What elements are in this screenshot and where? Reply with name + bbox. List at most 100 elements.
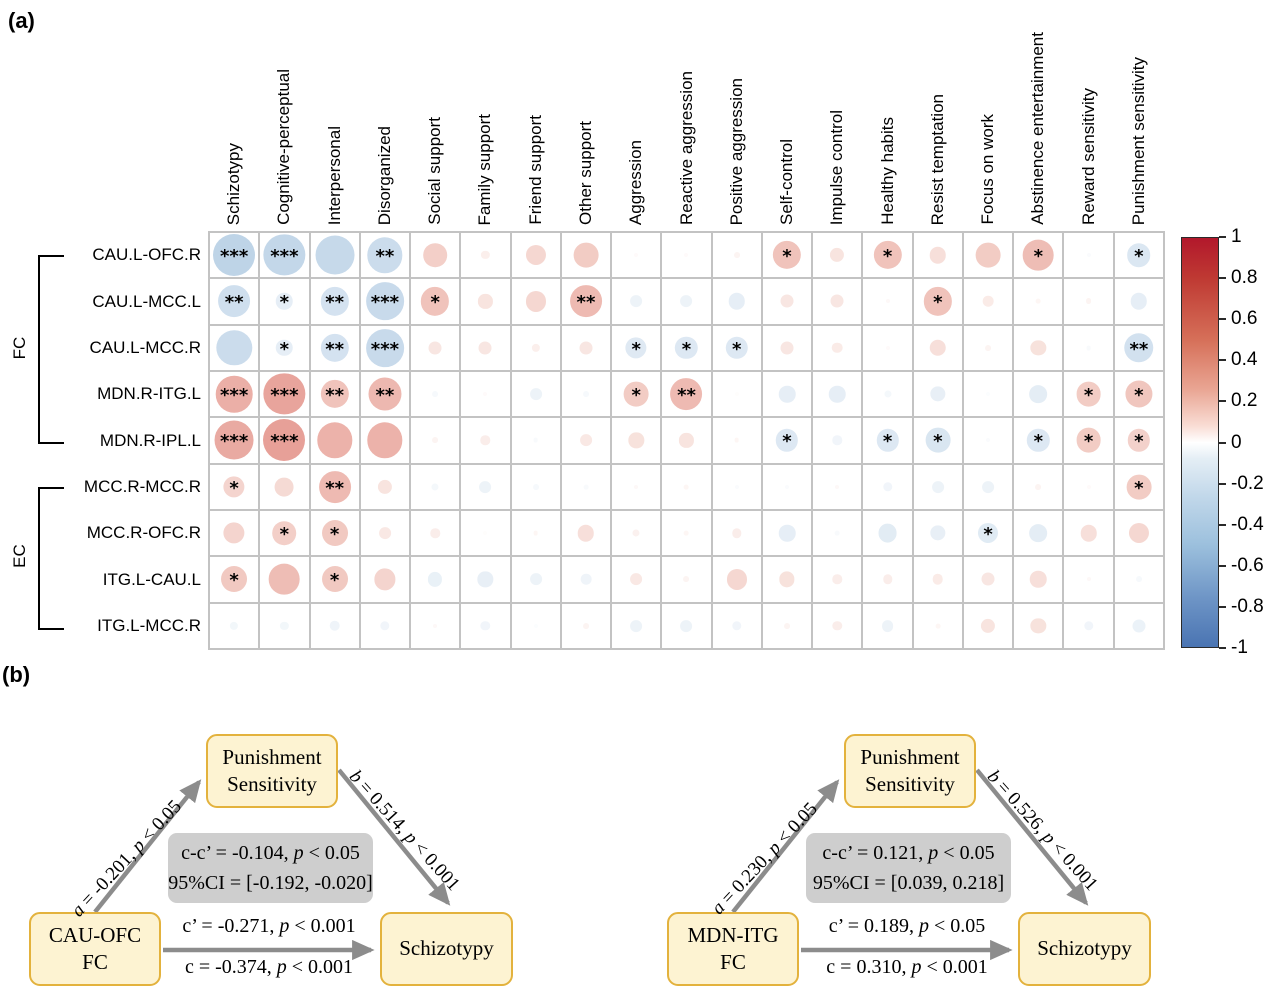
matrix-cell <box>913 557 962 602</box>
matrix-cell <box>963 371 1013 417</box>
correlation-circle <box>1126 474 1152 500</box>
matrix-cell <box>511 510 560 556</box>
correlation-circle <box>1030 571 1047 588</box>
correlation-circle <box>734 484 739 489</box>
correlation-circle <box>883 390 892 398</box>
matrix-cell <box>913 603 962 648</box>
correlation-circle <box>483 531 488 536</box>
matrix-cell <box>612 233 661 278</box>
significance-stars: * <box>681 338 692 360</box>
colorbar-tick <box>1219 605 1226 608</box>
matrix-cell <box>310 603 359 648</box>
matrix-cell <box>511 371 560 417</box>
correlation-circle <box>533 530 539 536</box>
matrix-cell <box>863 371 912 417</box>
matrix-cell <box>612 603 661 648</box>
correlation-circle <box>280 621 289 630</box>
correlation-circle <box>377 479 392 494</box>
a-path-arrow <box>731 779 840 914</box>
significance-stars: * <box>1033 246 1044 268</box>
matrix-cell <box>1114 603 1163 648</box>
matrix-cell <box>612 464 661 509</box>
correlation-circle <box>428 341 442 355</box>
matrix-cell: * <box>310 510 359 556</box>
mediator-box: Punishment Sensitivity <box>844 734 976 808</box>
correlation-circle <box>785 484 790 489</box>
correlation-circle <box>433 623 438 628</box>
correlation-circle <box>532 483 539 490</box>
matrix-cell: * <box>863 233 912 278</box>
correlation-circle <box>580 574 592 585</box>
indirect-effect-line2: 95%CI = [-0.192, -0.020] <box>168 872 373 894</box>
matrix-cell: * <box>411 279 460 324</box>
matrix-cell <box>511 325 560 370</box>
correlation-circle <box>432 437 439 444</box>
matrix-cell <box>461 603 510 648</box>
significance-stars: *** <box>270 385 299 407</box>
colorbar-tick-label: 0.6 <box>1231 308 1258 330</box>
matrix-cell: * <box>612 371 661 417</box>
significance-stars: ** <box>325 338 345 360</box>
correlation-circle <box>529 573 542 586</box>
column-label: Healthy habits <box>877 117 897 225</box>
correlation-matrix: ****************************************… <box>208 231 1165 650</box>
correlation-circle <box>216 330 252 366</box>
correlation-circle <box>1029 524 1048 542</box>
correlation-circle <box>873 241 902 270</box>
significance-stars: * <box>329 570 340 592</box>
correlation-circle <box>1130 293 1148 310</box>
correlation-circle <box>329 620 340 632</box>
matrix-cell <box>762 371 812 417</box>
correlation-circle <box>628 432 644 449</box>
correlation-circle <box>316 422 353 459</box>
b-path-arrow <box>975 768 1089 906</box>
correlation-circle <box>733 252 740 259</box>
correlation-circle <box>775 429 799 452</box>
column-label: Other support <box>575 121 595 225</box>
correlation-circle <box>778 524 796 542</box>
correlation-circle <box>421 287 450 316</box>
correlation-circle <box>829 385 846 403</box>
matrix-cell: * <box>1064 418 1113 463</box>
significance-stars: *** <box>370 292 400 314</box>
row-label: ITG.L-MCC.R <box>97 615 201 635</box>
correlation-circle <box>583 391 589 398</box>
correlation-circle <box>531 343 540 352</box>
matrix-cell <box>863 279 912 324</box>
matrix-cell <box>913 371 962 417</box>
matrix-cell: * <box>260 279 309 324</box>
correlation-circle <box>315 235 355 275</box>
matrix-cell: *** <box>260 233 309 278</box>
matrix-cell <box>1064 325 1113 370</box>
correlation-circle <box>981 573 995 586</box>
column-label: Self-control <box>777 139 797 225</box>
matrix-cell <box>1064 233 1113 278</box>
correlation-circle <box>583 622 589 629</box>
matrix-cell <box>712 418 761 463</box>
correlation-circle <box>680 619 693 632</box>
matrix-cell <box>963 603 1013 648</box>
significance-stars: ** <box>375 385 395 407</box>
matrix-cell <box>963 557 1013 602</box>
correlation-circle <box>1127 243 1151 267</box>
matrix-cell: ** <box>310 371 359 417</box>
row-group-bracket <box>38 486 64 630</box>
matrix-cell <box>913 233 962 278</box>
correlation-circle <box>935 623 941 629</box>
matrix-cell: ** <box>310 464 359 509</box>
matrix-cell <box>863 557 912 602</box>
colorbar-tick-label: 0 <box>1231 431 1242 453</box>
significance-stars: * <box>631 338 641 360</box>
matrix-cell <box>762 603 812 648</box>
correlation-circle <box>832 621 842 631</box>
correlation-circle <box>431 483 439 491</box>
correlation-circle <box>1076 381 1101 407</box>
correlation-circle <box>675 336 698 360</box>
matrix-cell <box>561 233 611 278</box>
correlation-circle <box>832 574 842 585</box>
matrix-cell <box>360 464 410 509</box>
significance-stars: * <box>1083 431 1094 453</box>
correlation-circle <box>982 480 994 493</box>
correlation-circle <box>632 529 640 537</box>
correlation-circle <box>368 377 402 411</box>
